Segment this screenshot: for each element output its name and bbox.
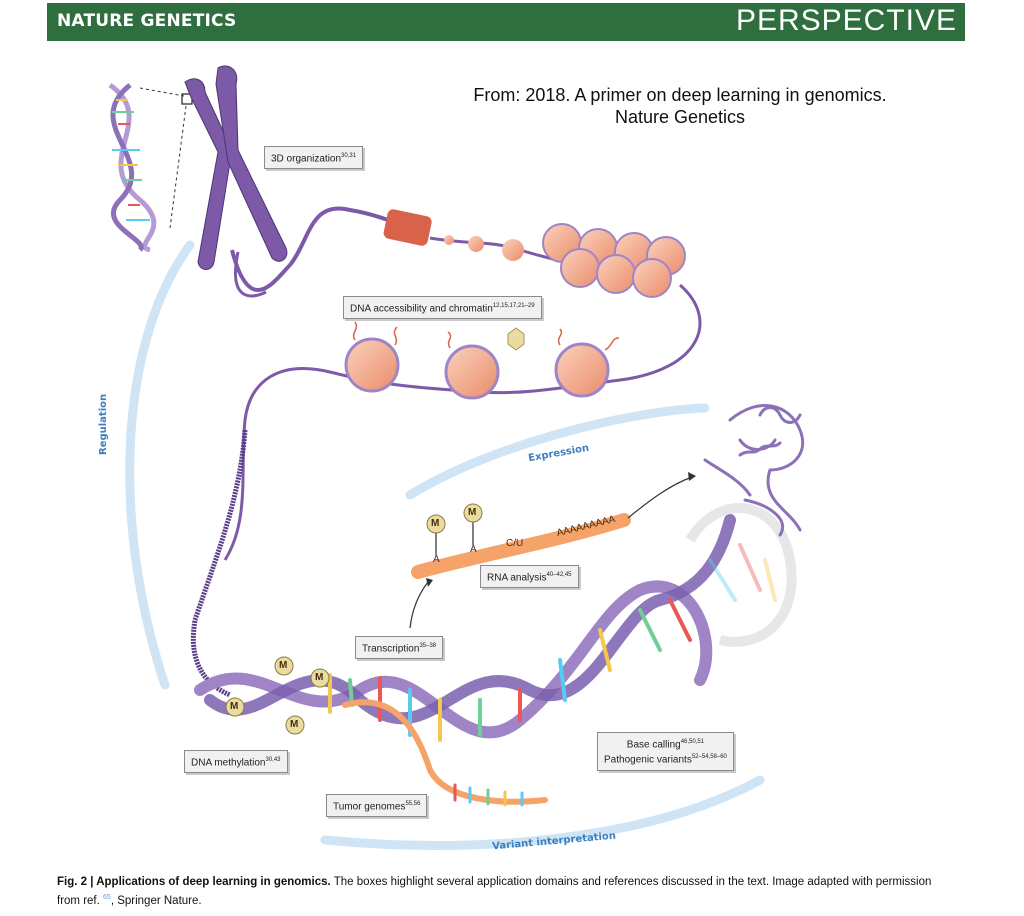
label-rna-analysis: RNA analysis40–42,45 [480, 565, 579, 589]
transcription-arrow [409, 581, 429, 629]
variant-track [320, 775, 765, 850]
caption-tail: , Springer Nature. [110, 894, 202, 907]
translation-arrow [627, 476, 693, 519]
rna-methyl-marks [426, 503, 483, 555]
genomics-illustration [108, 65, 805, 850]
rna-methyl-letter-2: M [468, 507, 477, 518]
source-citation: From: 2018. A primer on deep learning in… [430, 84, 930, 128]
chromosome [184, 65, 288, 270]
open-nucleosomes [344, 321, 620, 400]
chromatin-strand [190, 429, 248, 698]
dna-methyl-letter-4: M [290, 719, 299, 730]
rna-letter-a1: A [433, 554, 440, 565]
source-line-2: Nature Genetics [614, 107, 746, 127]
regulation-label: Regulation [98, 393, 109, 455]
caption-ref-link[interactable]: 65 [103, 894, 111, 901]
caption-body: The boxes highlight several application … [57, 876, 932, 907]
section-name: PERSPECTIVE [735, 4, 957, 37]
dna-methyl-letter-2: M [315, 672, 324, 683]
caption-label: Fig. 2 | Applications of deep learning i… [57, 876, 331, 888]
dna-double-helix [194, 503, 797, 742]
dna-methyl-letter-3: M [230, 701, 239, 712]
label-base-calling-pathogenic: Base calling46,50,51 Pathogenic variants… [597, 732, 734, 771]
zoomed-dna-helix [108, 82, 193, 253]
rna-letter-a2: A [470, 544, 477, 555]
nucleosome-array [444, 223, 686, 298]
expression-track [405, 403, 710, 500]
figure-caption: Fig. 2 | Applications of deep learning i… [57, 874, 957, 909]
regulation-track [125, 240, 195, 690]
label-dna-accessibility: DNA accessibility and chromatin12,15,17,… [343, 296, 542, 320]
source-line-1: From: 2018. A primer on deep learning in… [473, 85, 887, 105]
protein-structure [703, 404, 805, 537]
dna-methyl-letter-1: M [279, 660, 288, 671]
label-3d-organization: 3D organization30,31 [264, 146, 364, 170]
label-dna-methylation: DNA methylation30,43 [184, 750, 288, 774]
label-transcription: Transcription35–38 [355, 636, 444, 660]
journal-header-bar: NATURE GENETICS PERSPECTIVE [47, 3, 965, 41]
rna-methyl-letter-1: M [431, 518, 440, 529]
journal-name: NATURE GENETICS [57, 11, 237, 31]
condensed-chromatin [383, 209, 432, 246]
rna-letter-cu: C/U [506, 538, 524, 549]
tumor-strand [342, 699, 548, 805]
dna-methyl-marks [225, 656, 330, 735]
rna-strand [411, 513, 631, 579]
label-tumor-genomes: Tumor genomes55,56 [326, 794, 428, 818]
chromatin-fiber [230, 206, 421, 292]
